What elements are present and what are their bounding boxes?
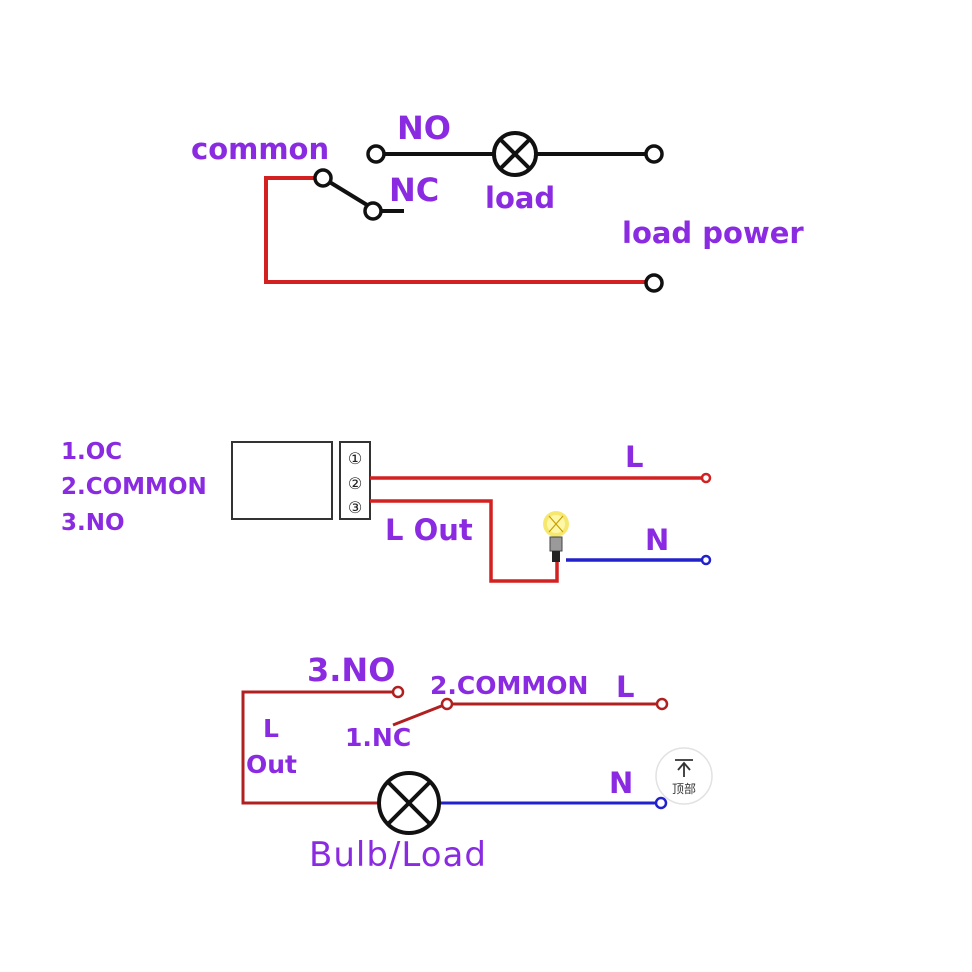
n-label: N xyxy=(645,523,669,557)
no-terminal xyxy=(366,144,386,164)
back-to-top-button[interactable]: 顶部 xyxy=(655,747,713,805)
lamp-icon xyxy=(377,771,441,835)
common-label-3: 2.COMMON xyxy=(430,671,588,700)
diagram-relay-basic: common NO NC load load power xyxy=(191,109,804,293)
load-power-terminal-bottom xyxy=(644,273,664,293)
l-out-wire xyxy=(370,499,559,583)
switch-arm-3 xyxy=(392,703,445,727)
nc-label-3: 1.NC xyxy=(345,723,411,752)
bulb-load-label: Bulb/Load xyxy=(309,835,487,875)
n-terminal xyxy=(700,554,712,566)
nc-terminal xyxy=(363,201,383,221)
n-label-3: N xyxy=(609,766,633,800)
relay-module xyxy=(231,441,333,520)
pin3-label: 3.NO xyxy=(61,510,125,536)
arrow-up-to-top-icon xyxy=(675,759,693,777)
terminal-1: ① xyxy=(348,449,362,468)
terminal-2: ② xyxy=(348,474,362,493)
diagram-relay-module: ① ② ③ 1.OC 2.COMMON 3.NO L L Out N xyxy=(61,439,712,583)
no-label: NO xyxy=(397,109,451,147)
terminal-3: ③ xyxy=(348,498,362,517)
l-out-label-line1: L xyxy=(263,714,279,743)
no-terminal-3 xyxy=(391,685,405,699)
l-terminal xyxy=(700,472,712,484)
common-terminal-3 xyxy=(440,697,454,711)
no-label-3: 3.NO xyxy=(307,651,395,689)
terminal-block xyxy=(339,441,371,520)
common-wire xyxy=(264,176,645,284)
pin2-label: 2.COMMON xyxy=(61,474,207,500)
n-terminal-3 xyxy=(654,796,668,810)
common-label: common xyxy=(191,132,329,166)
l-out-wire-3 xyxy=(241,690,395,805)
load-power-terminal-top xyxy=(644,144,664,164)
l-label: L xyxy=(625,440,643,474)
load-label: load xyxy=(485,181,555,215)
l-terminal-3 xyxy=(655,697,669,711)
load-power-label: load power xyxy=(622,216,804,250)
nc-label: NC xyxy=(389,171,439,209)
l-out-label: L Out xyxy=(385,513,473,547)
bulb-icon xyxy=(543,511,569,562)
common-terminal xyxy=(313,168,333,188)
lamp-icon xyxy=(492,131,538,177)
l-label-3: L xyxy=(616,670,634,704)
pin1-label: 1.OC xyxy=(61,439,122,465)
diagram-relay-switch: 3.NO 2.COMMON L 1.NC L Out N Bulb/Load xyxy=(241,651,669,875)
back-to-top-label: 顶部 xyxy=(672,781,696,796)
l-out-label-line2: Out xyxy=(246,750,297,779)
